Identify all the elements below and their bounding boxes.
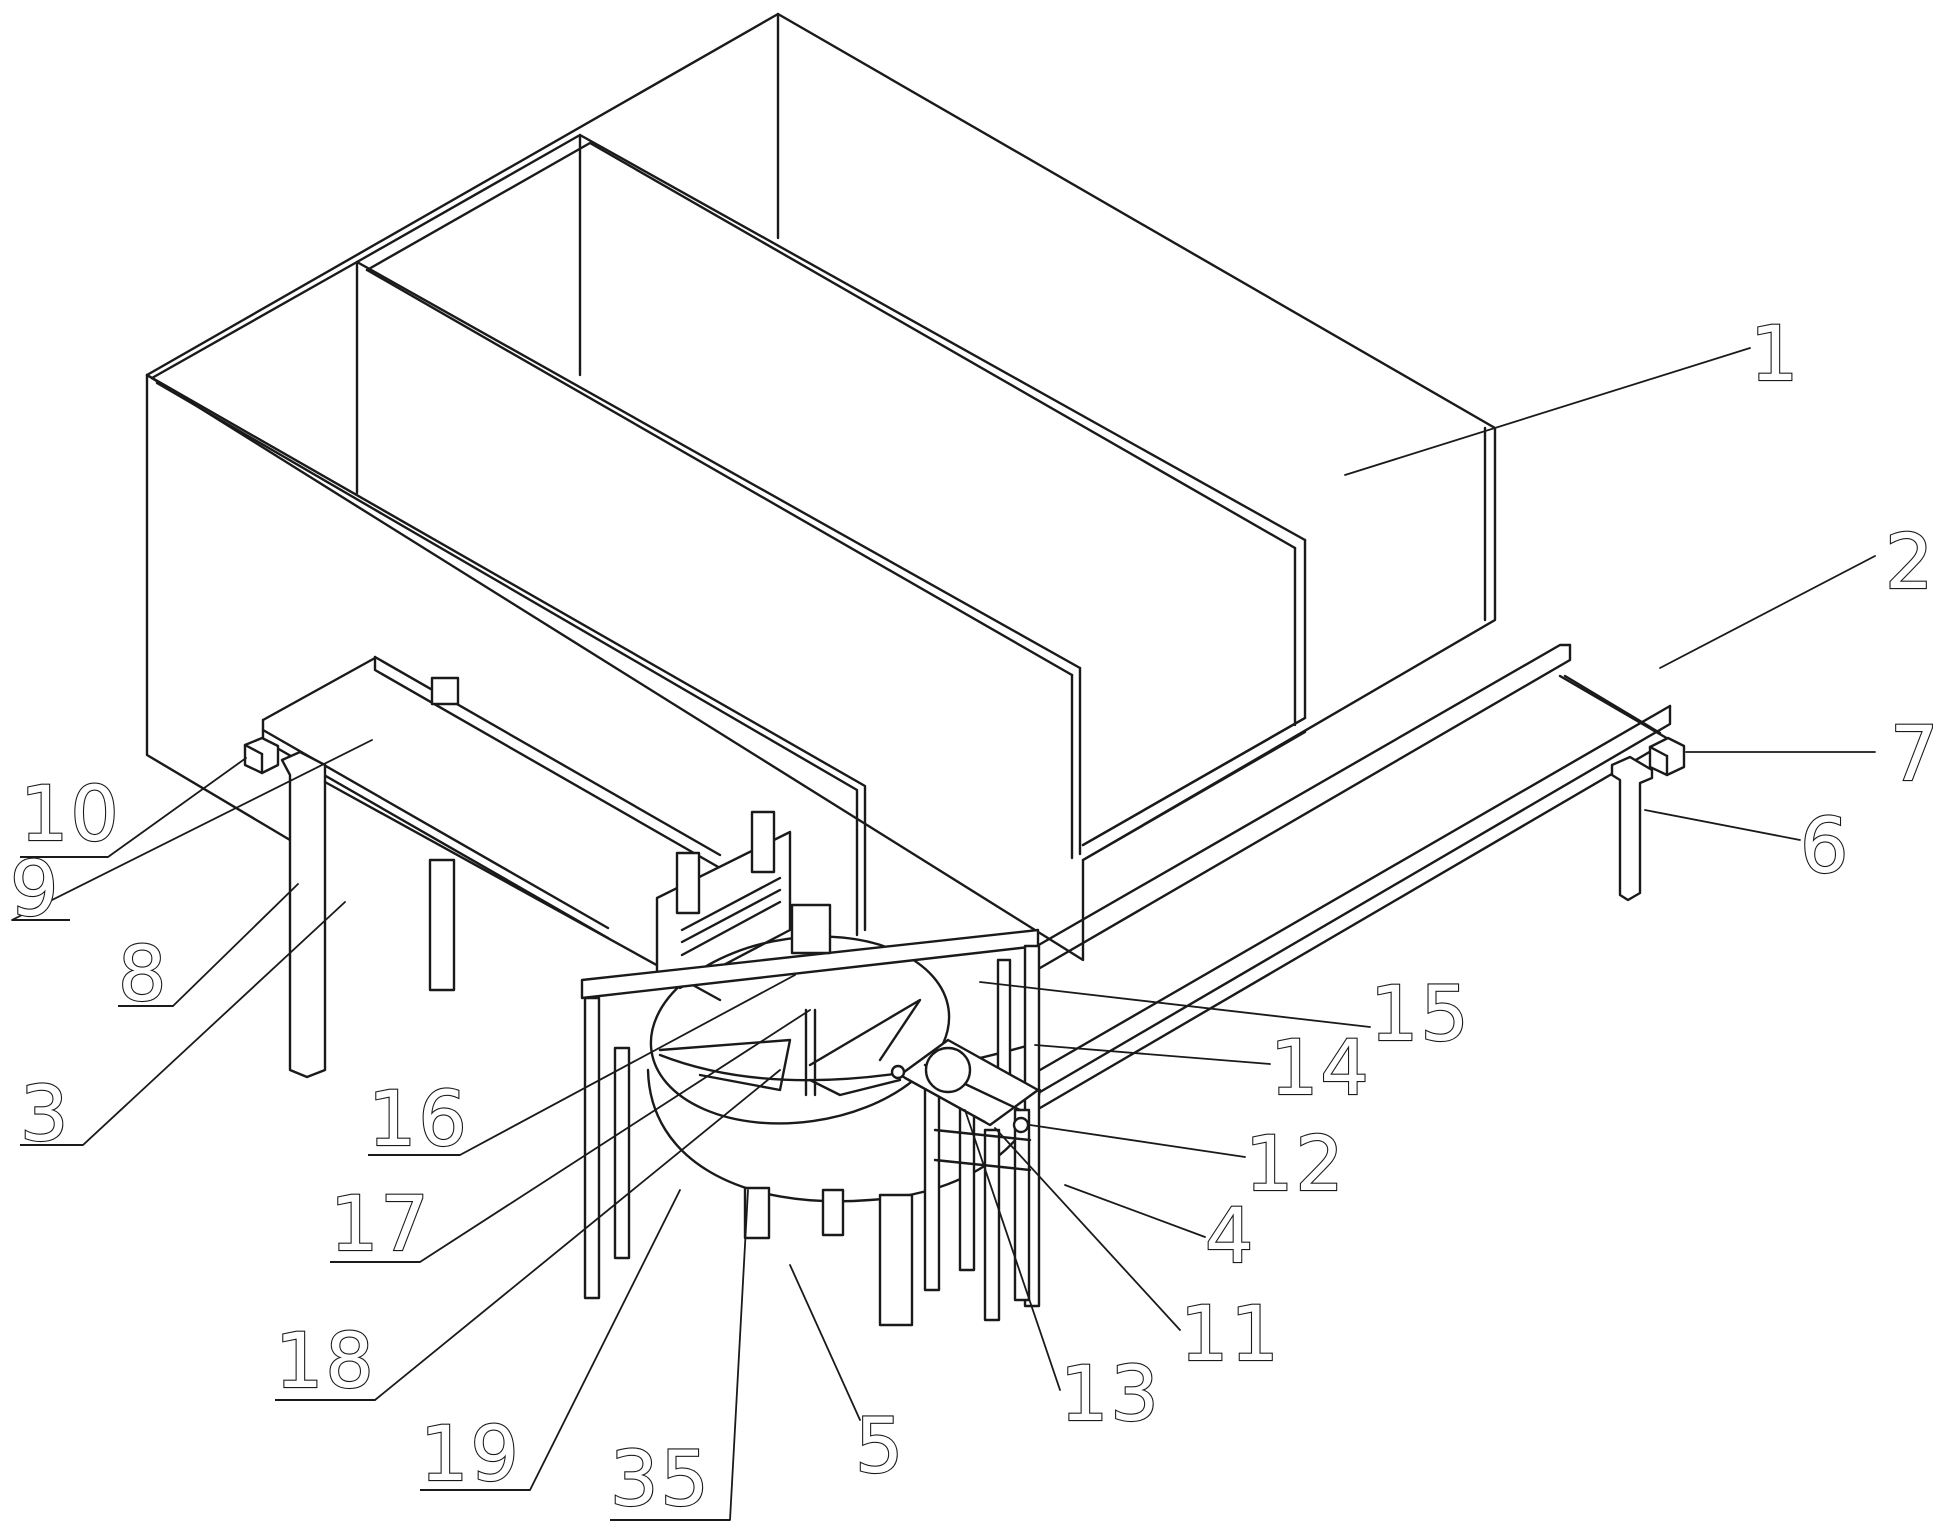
storage-bin	[145, 12, 1497, 962]
gate-frame	[655, 810, 792, 990]
label-10: 10	[20, 769, 121, 858]
reference-numerals: 1 2 3 4 5 6 7 8 9 10 11 12 13 14 15 16 1…	[9, 308, 1940, 1524]
label-2: 2	[1885, 517, 1935, 606]
left-conveyor	[243, 655, 722, 1079]
label-14: 14	[1270, 1023, 1371, 1112]
label-13: 13	[1060, 1349, 1161, 1438]
right-conveyor	[1028, 643, 1686, 1110]
leader-lines	[11, 347, 1876, 1521]
label-4: 4	[1205, 1191, 1255, 1280]
label-16: 16	[368, 1074, 469, 1163]
label-17: 17	[330, 1179, 431, 1268]
label-11: 11	[1180, 1289, 1281, 1378]
label-8: 8	[118, 929, 168, 1018]
label-3: 3	[20, 1069, 70, 1158]
label-12: 12	[1245, 1119, 1346, 1208]
label-35: 35	[610, 1434, 711, 1523]
label-underlines	[12, 856, 730, 1521]
label-18: 18	[275, 1316, 376, 1405]
label-7: 7	[1890, 709, 1940, 798]
mixing-drum	[646, 935, 1042, 1240]
label-19: 19	[420, 1409, 521, 1498]
label-1: 1	[1750, 309, 1800, 398]
support-frame	[580, 903, 1041, 1327]
label-5: 5	[855, 1401, 905, 1490]
label-15: 15	[1370, 969, 1471, 1058]
label-9: 9	[10, 844, 60, 933]
label-6: 6	[1800, 801, 1850, 890]
